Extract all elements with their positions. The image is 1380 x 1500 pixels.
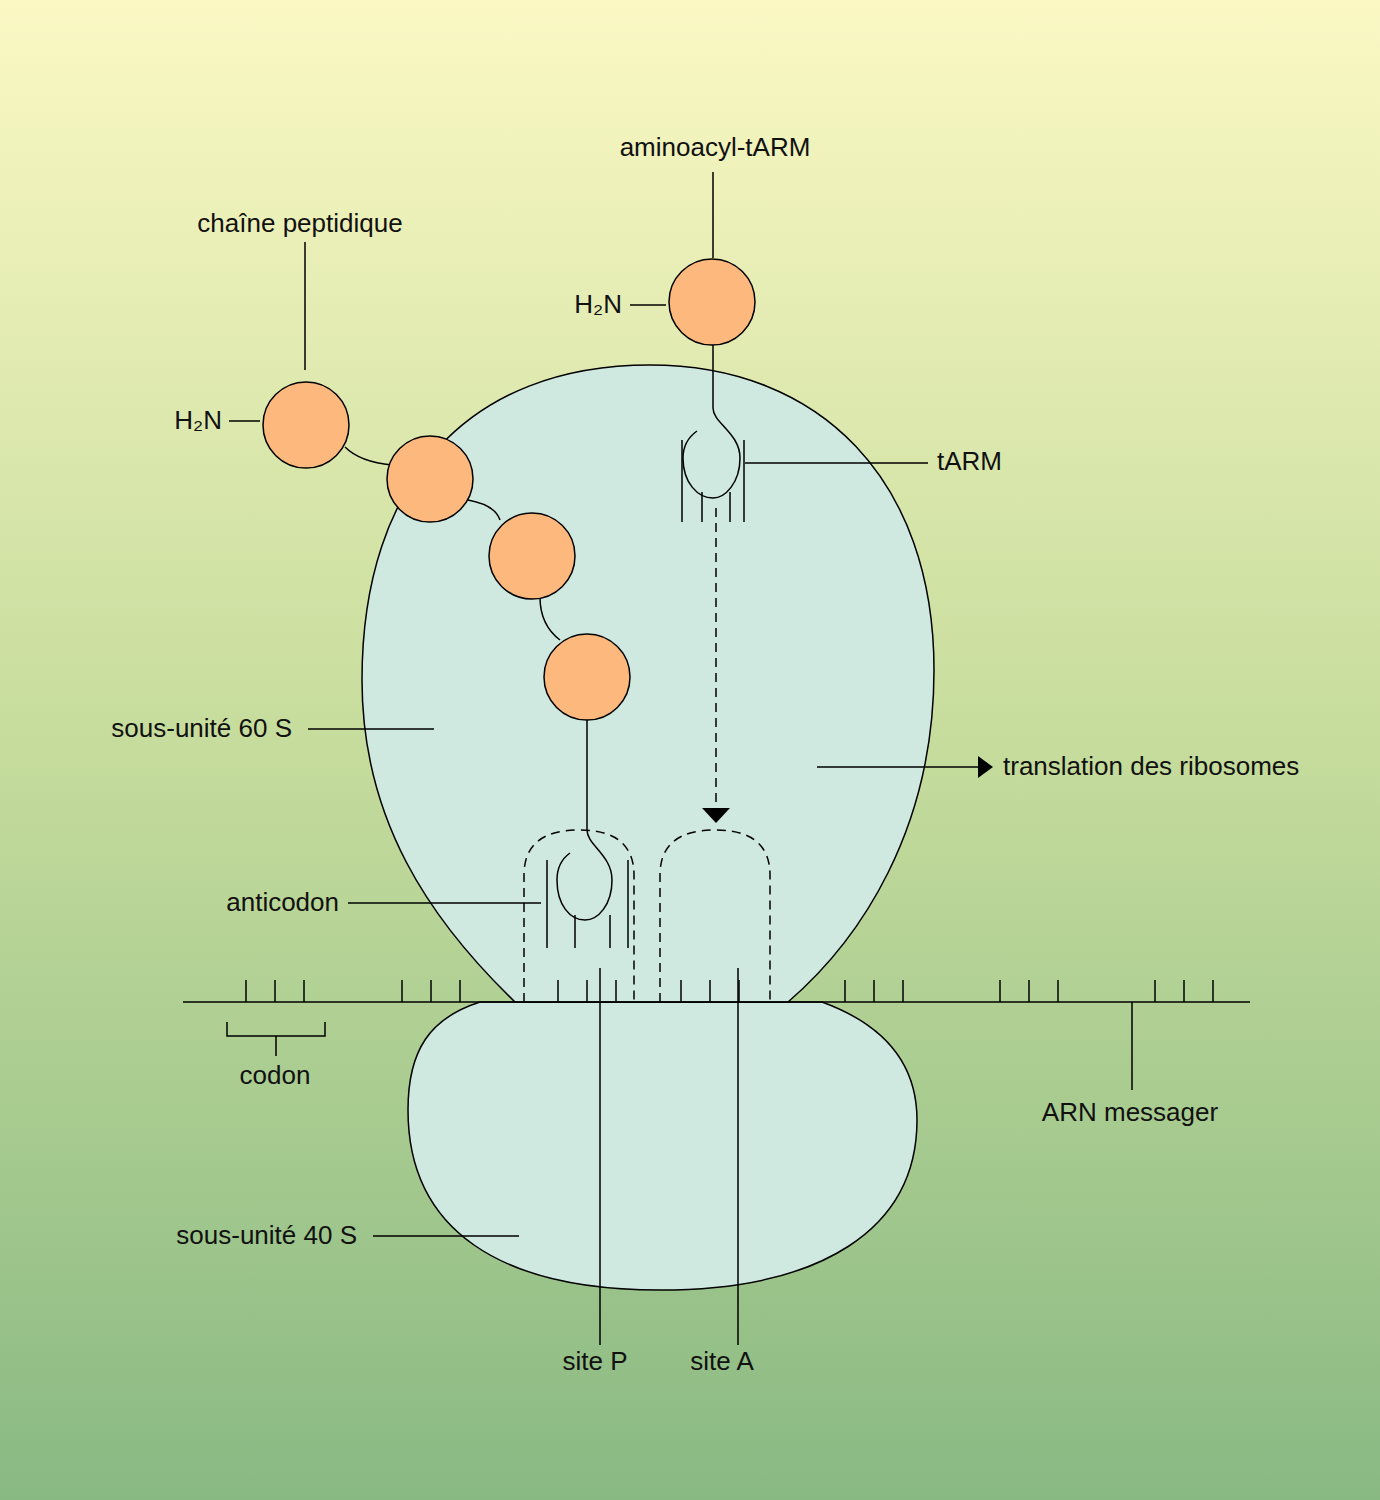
codon-tick: [902, 980, 904, 1002]
codon-tick: [844, 980, 846, 1002]
arrowhead: [702, 808, 730, 823]
codon-tick: [1154, 980, 1156, 1002]
codon-tick: [303, 980, 305, 1002]
leader-line: [308, 728, 434, 730]
mrna-strand: [183, 1001, 1250, 1003]
codon-tick: [459, 980, 461, 1002]
codon-tick: [430, 980, 432, 1002]
part-label: H₂N: [174, 406, 222, 436]
codon-tick: [680, 980, 682, 1002]
amino-acid: [387, 436, 473, 522]
leader-line: [745, 462, 928, 464]
part-label: site P: [562, 1347, 627, 1377]
part-label: chaîne peptidique: [197, 209, 402, 239]
small-subunit: [408, 1002, 917, 1290]
part-label: tARM: [937, 447, 1002, 477]
part-label: ARN messager: [1042, 1098, 1218, 1128]
leader-line: [229, 420, 260, 422]
part-label: aminoacyl-tARM: [620, 133, 811, 163]
leader-line: [348, 902, 541, 904]
part-label: translation des ribosomes: [1003, 752, 1299, 782]
codon-tick: [1057, 980, 1059, 1002]
trna-incoming: [683, 345, 740, 498]
arrowhead: [978, 756, 993, 778]
leader-line: [712, 172, 714, 258]
codon-tick: [401, 980, 403, 1002]
trna-arms: [547, 860, 628, 948]
amino-acid: [669, 259, 755, 345]
codon-tick: [1028, 980, 1030, 1002]
p-site-outline: [524, 830, 634, 1002]
leader-line: [1131, 1002, 1133, 1090]
dashed-arrow: [715, 508, 717, 806]
amino-acid: [544, 634, 630, 720]
leader-line: [304, 242, 306, 370]
leader-line: [630, 304, 666, 306]
amino-acid: [263, 382, 349, 468]
codon-tick: [586, 980, 588, 1002]
part-label: H₂N: [574, 290, 622, 320]
leader-line: [599, 968, 601, 1345]
codon-tick: [873, 980, 875, 1002]
part-label: anticodon: [226, 888, 339, 918]
codon-tick: [245, 980, 247, 1002]
a-site-outline: [660, 830, 770, 1002]
part-label: site A: [690, 1347, 754, 1377]
part-label: sous-unité 40 S: [176, 1221, 357, 1251]
codon-tick: [1183, 980, 1185, 1002]
large-subunit: [362, 365, 934, 1002]
codon-tick: [1212, 980, 1214, 1002]
leader-line: [373, 1235, 519, 1237]
codon-tick: [274, 980, 276, 1002]
leader-line: [737, 968, 739, 1345]
part-label: codon: [240, 1061, 311, 1091]
trna-peptidyl: [557, 719, 612, 920]
codon-bracket: [227, 1022, 325, 1056]
codon-ticks: [246, 980, 1213, 1002]
codon-tick: [557, 980, 559, 1002]
amino-acid: [489, 513, 575, 599]
trna-arms: [682, 440, 744, 522]
codon-tick: [999, 980, 1001, 1002]
codon-tick: [615, 980, 617, 1002]
leader-line: [817, 766, 980, 768]
part-label: sous-unité 60 S: [111, 714, 292, 744]
leader-lines: [229, 172, 1132, 1345]
codon-tick: [709, 980, 711, 1002]
